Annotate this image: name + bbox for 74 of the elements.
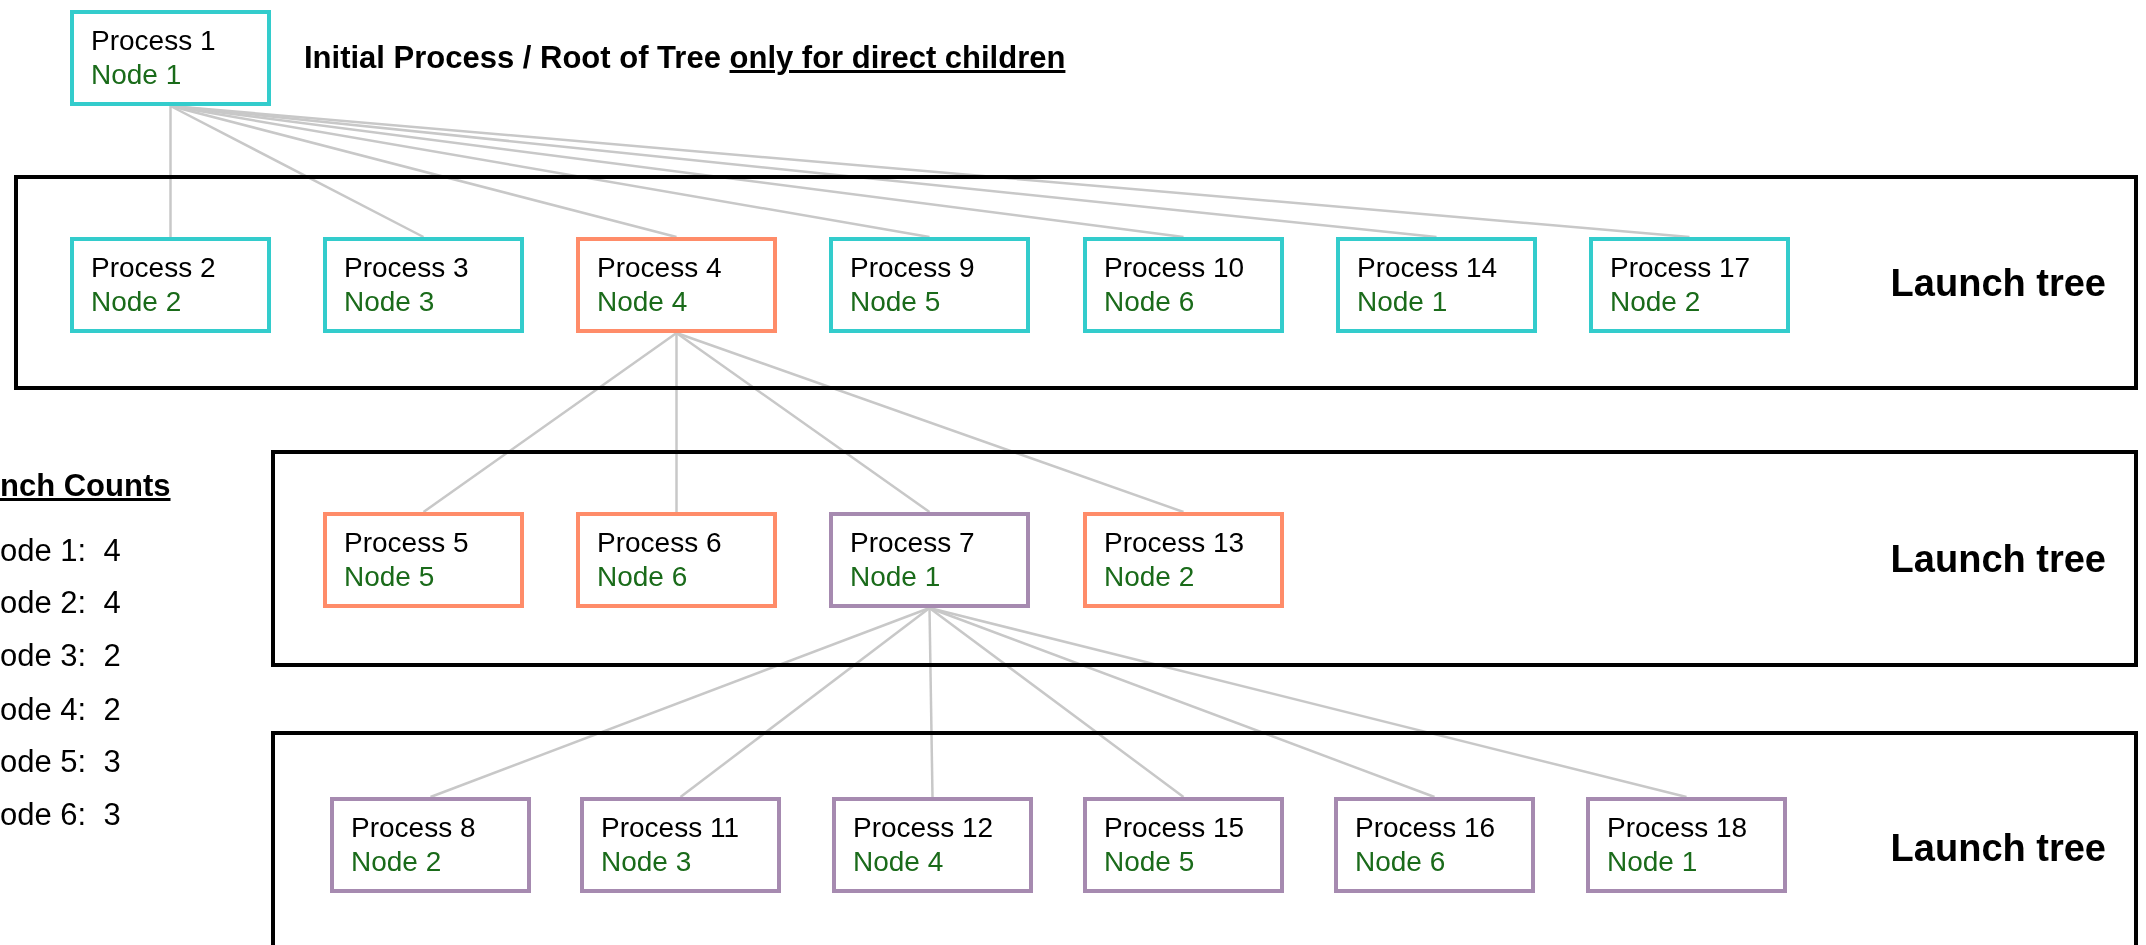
node-label: Node 3 — [601, 845, 693, 879]
node-label: Node 1 — [850, 560, 942, 594]
list-heading: nch Counts — [0, 468, 171, 504]
count-text: ode 2: 4 — [0, 585, 121, 621]
process-box — [70, 10, 271, 106]
process-label: Process 1 — [91, 24, 217, 58]
process-box — [1083, 237, 1284, 333]
connector-line — [928, 607, 934, 798]
connector-line — [169, 106, 172, 237]
connector-line — [422, 331, 678, 514]
process-label: Process 3 — [344, 251, 470, 285]
process-label: Process 16 — [1355, 811, 1497, 845]
process-label: Process 5 — [344, 526, 470, 560]
node-label: Node 2 — [1610, 285, 1702, 319]
launch-tree-band — [271, 450, 2138, 667]
process-box — [1589, 237, 1790, 333]
process-label: Process 6 — [597, 526, 723, 560]
process-label: Process 10 — [1104, 251, 1246, 285]
count-text: ode 6: 3 — [0, 797, 121, 833]
heading-text: Initial Process / Root of Tree only for direct children — [304, 40, 1066, 76]
band-title: Launch tree — [1890, 261, 2106, 304]
process-box — [1083, 797, 1284, 893]
process-label: Process 4 — [597, 251, 723, 285]
process-label: Process 18 — [1607, 811, 1749, 845]
node-label: Node 5 — [344, 560, 436, 594]
process-label: Process 14 — [1357, 251, 1499, 285]
launch-tree-band — [14, 175, 2138, 390]
process-box — [70, 237, 271, 333]
connector-line — [928, 607, 1185, 798]
node-label: Node 6 — [1104, 285, 1196, 319]
node-label: Node 4 — [597, 285, 689, 319]
connector-line — [675, 333, 678, 512]
count-text: ode 3: 2 — [0, 638, 121, 674]
node-label: Node 1 — [1357, 285, 1449, 319]
node-label: Node 4 — [853, 845, 945, 879]
process-box — [576, 512, 777, 608]
node-label: Node 1 — [1607, 845, 1699, 879]
node-label: Node 6 — [1355, 845, 1447, 879]
node-label: Node 6 — [597, 560, 689, 594]
band-title: Launch tree — [1890, 826, 2106, 870]
process-label: Process 13 — [1104, 526, 1246, 560]
process-box — [580, 797, 781, 893]
process-label: Process 15 — [1104, 811, 1246, 845]
launch-tree-band — [271, 731, 2138, 945]
band-title: Launch tree — [1890, 537, 2106, 580]
process-box — [829, 237, 1030, 333]
process-box — [323, 237, 524, 333]
process-label: Process 8 — [351, 811, 477, 845]
process-box — [1334, 797, 1535, 893]
process-label: Process 11 — [601, 811, 740, 845]
process-box — [323, 512, 524, 608]
count-text: ode 1: 4 — [0, 533, 121, 569]
process-label: Process 17 — [1610, 251, 1752, 285]
node-label: Node 1 — [91, 58, 183, 92]
process-box — [576, 237, 777, 333]
node-label: Node 2 — [91, 285, 183, 319]
node-label: Node 2 — [351, 845, 443, 879]
node-label: Node 5 — [850, 285, 942, 319]
process-box — [1586, 797, 1787, 893]
node-label: Node 5 — [1104, 845, 1196, 879]
process-box — [1336, 237, 1537, 333]
process-box — [1083, 512, 1284, 608]
process-box — [330, 797, 531, 893]
count-text: ode 4: 2 — [0, 692, 121, 728]
node-label: Node 3 — [344, 285, 436, 319]
process-label: Process 7 — [850, 526, 976, 560]
process-label: Process 2 — [91, 251, 217, 285]
connector-line — [679, 607, 931, 798]
count-text: ode 5: 3 — [0, 744, 121, 780]
node-label: Node 2 — [1104, 560, 1196, 594]
process-box — [829, 512, 1030, 608]
process-label: Process 9 — [850, 251, 976, 285]
process-label: Process 12 — [853, 811, 995, 845]
process-box — [832, 797, 1033, 893]
